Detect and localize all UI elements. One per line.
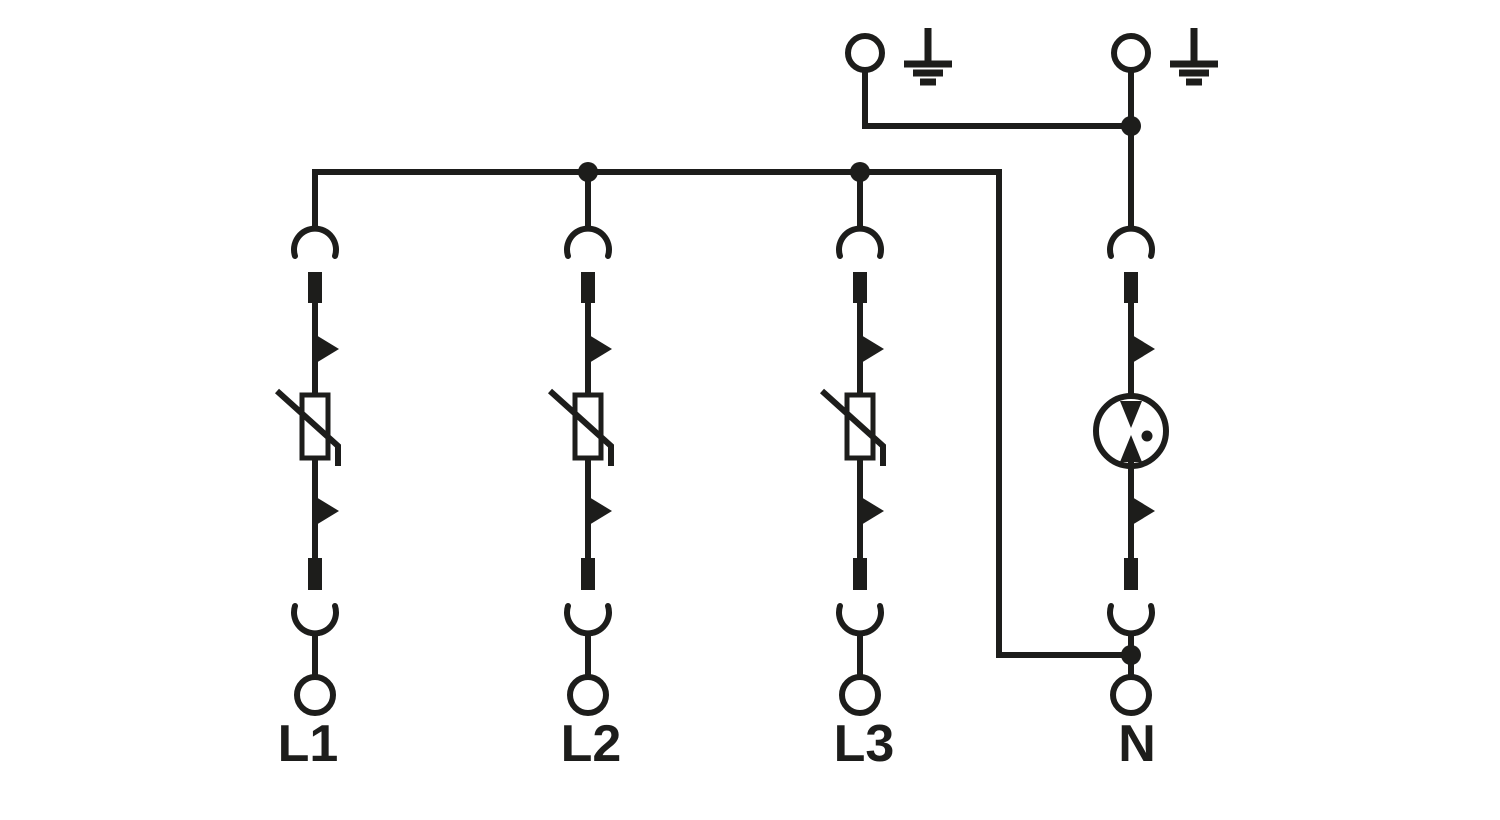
junction-dot [1121,116,1141,136]
spark-gap-arrow-up [1120,435,1142,462]
terminal-bar-bottom [581,558,595,590]
terminal-bar-top [581,272,595,303]
junction-dot [578,162,598,182]
terminal-bar-bottom [853,558,867,590]
terminal-label: N [1118,715,1156,773]
disconnect-arrow-top [1132,335,1155,363]
varistor [819,388,886,466]
terminal-label: L2 [561,715,622,773]
disconnect-arrow-bottom [861,497,884,525]
plug-contact-top [1107,225,1155,259]
terminal-bar-top [1124,272,1138,303]
plug-contact-top [291,225,339,259]
plug-contact-bottom [291,603,339,637]
disconnect-arrow-bottom [316,497,339,525]
terminal-circle [839,674,881,716]
varistor-diagonal [547,388,614,466]
varistor-body [844,392,876,461]
earth-terminal-circle [845,33,885,73]
terminal-label: L3 [834,715,895,773]
varistor [274,388,341,466]
terminal-circle [1110,674,1152,716]
terminal-bar-bottom [308,558,322,590]
disconnect-arrow-bottom [1132,497,1155,525]
varistor-body [299,392,331,461]
plug-contact-bottom [836,603,884,637]
disconnect-arrow-top [589,335,612,363]
plug-contact-top [564,225,612,259]
plug-contact-bottom [564,603,612,637]
disconnect-arrow-bottom [589,497,612,525]
plug-contact-bottom [1107,603,1155,637]
neutral-branch-n: N [1093,225,1169,773]
earth-ground-icon [904,28,952,86]
terminal-circle [294,674,336,716]
varistor-diagonal [274,388,341,466]
spark-gap-trigger-dot [1141,430,1153,442]
phase-branch-l3: L3 [819,225,895,773]
disconnect-arrow-top [861,335,884,363]
terminal-bar-top [308,272,322,303]
terminal-bar-top [853,272,867,303]
spark-gap [1093,393,1169,469]
varistor-diagonal [819,388,886,466]
earth-terminal-circle [1111,33,1151,73]
terminal-circle [567,674,609,716]
terminal-bar-bottom [1124,558,1138,590]
spark-gap-arrow-down [1120,401,1142,428]
phase-branch-l1: L1 [274,225,341,773]
disconnect-arrow-top [316,335,339,363]
terminal-label: L1 [278,715,339,773]
junction-dot [850,162,870,182]
plug-contact-top [836,225,884,259]
phase-branch-l2: L2 [547,225,622,773]
bus-wire [312,169,1131,658]
pe-section [845,28,1218,231]
earth-ground-icon [1170,28,1218,86]
pe-wire [862,70,1131,129]
bus-section [312,162,1141,665]
varistor [547,388,614,466]
